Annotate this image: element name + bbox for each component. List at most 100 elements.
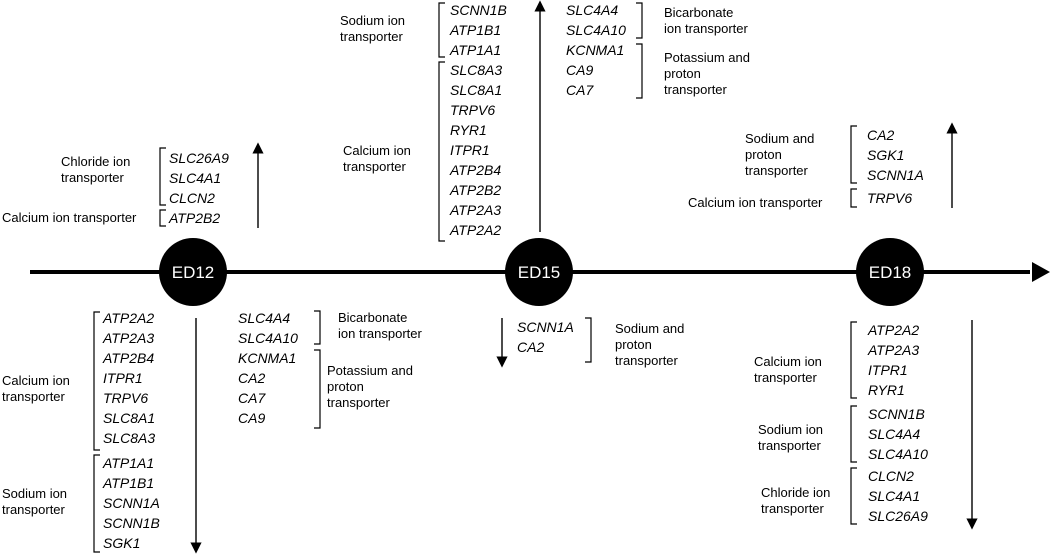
category-label-line: Sodium and — [745, 131, 814, 146]
gene-label: ATP1A1 — [102, 455, 154, 471]
node-ed15: ED15 — [505, 238, 573, 306]
ed18-down-sodium-bracket — [850, 405, 857, 463]
gene-label: SLC4A1 — [868, 488, 920, 504]
gene-label: ITPR1 — [868, 362, 908, 378]
category-label-line: transporter — [754, 370, 818, 385]
gene-label: CA2 — [867, 127, 894, 143]
category-label-line: Bicarbonate — [338, 310, 407, 325]
node-ed12-label: ED12 — [172, 263, 215, 282]
gene-label: SCNN1A — [517, 319, 574, 335]
ed12-down-calcium-bracket — [93, 311, 100, 451]
category-label: Calcium ion transporter — [2, 210, 137, 225]
gene-label: ATP2A3 — [102, 330, 154, 346]
ed15-up-potassium-bracket — [636, 43, 643, 99]
node-ed12: ED12 — [159, 238, 227, 306]
category-label-line: ion transporter — [664, 21, 748, 36]
gene-label: CA7 — [238, 390, 266, 406]
node-ed18: ED18 — [856, 238, 924, 306]
gene-label: ATP1B1 — [102, 475, 154, 491]
gene-label: SLC4A10 — [566, 22, 626, 38]
gene-label: SCNN1B — [868, 406, 925, 422]
gene-label: ATP2B2 — [168, 210, 220, 226]
category-label-line: transporter — [615, 353, 679, 368]
category-label-line: proton — [745, 147, 782, 162]
gene-label: ATP2A2 — [867, 322, 919, 338]
gene-label: KCNMA1 — [238, 350, 296, 366]
gene-label: SLC26A9 — [868, 508, 928, 524]
category-label-line: Sodium ion — [2, 486, 67, 501]
category-label: Calcium ion transporter — [688, 195, 823, 210]
gene-label: ATP2A3 — [449, 202, 501, 218]
gene-label: SLC8A1 — [103, 410, 155, 426]
gene-label: SLC4A4 — [868, 426, 920, 442]
category-label-line: Sodium ion — [758, 422, 823, 437]
gene-label: CLCN2 — [868, 468, 914, 484]
category-label-line: Sodium ion — [340, 13, 405, 28]
ed12-up-calcium-bracket — [159, 209, 166, 227]
gene-label: SCNN1B — [450, 2, 507, 18]
category-label-line: Potassium and — [327, 363, 413, 378]
gene-label: ATP2A2 — [449, 222, 501, 238]
gene-label: SLC26A9 — [169, 150, 229, 166]
gene-label: CA7 — [566, 82, 594, 98]
category-label-line: proton — [664, 66, 701, 81]
node-ed18-label: ED18 — [869, 263, 912, 282]
gene-label: CA9 — [238, 410, 265, 426]
gene-label: SLC4A10 — [238, 330, 298, 346]
gene-label: RYR1 — [450, 122, 487, 138]
node-ed18-circle — [856, 238, 924, 306]
category-label-line: transporter — [758, 438, 822, 453]
category-label-line: transporter — [664, 82, 728, 97]
gene-label: SLC8A3 — [450, 62, 502, 78]
category-label-line: transporter — [327, 395, 391, 410]
gene-label: CA2 — [517, 339, 544, 355]
gene-label: ATP2B4 — [102, 350, 154, 366]
gene-label: KCNMA1 — [566, 42, 624, 58]
ed12-down-bicarbonate-bracket — [314, 310, 321, 345]
ed15-up-calcium-bracket — [438, 61, 445, 242]
timeline-arrowhead — [1032, 262, 1050, 282]
gene-label: CLCN2 — [169, 190, 215, 206]
gene-label: SLC4A1 — [169, 170, 221, 186]
gene-label: SCNN1A — [867, 167, 924, 183]
ed15-down-sodium-proton-bracket — [585, 317, 592, 363]
gene-label: SGK1 — [103, 535, 140, 551]
gene-label: ATP1B1 — [449, 22, 501, 38]
gene-label: SLC4A4 — [238, 310, 290, 326]
gene-label: CA2 — [238, 370, 265, 386]
ed12-down-potassium-bracket — [314, 349, 321, 429]
category-label-line: transporter — [340, 29, 404, 44]
ed12-down-sodium-bracket — [93, 454, 100, 553]
ed15-up-sodium-bracket — [438, 2, 445, 58]
gene-label: ATP2A2 — [102, 310, 154, 326]
category-label-line: transporter — [2, 502, 66, 517]
category-label-line: proton — [615, 337, 652, 352]
node-ed15-circle — [505, 238, 573, 306]
category-label-line: Chloride ion — [61, 154, 130, 169]
category-label-line: proton — [327, 379, 364, 394]
gene-label: TRPV6 — [103, 390, 148, 406]
category-label-line: Sodium and — [615, 321, 684, 336]
node-ed12-circle — [159, 238, 227, 306]
category-label-line: Calcium ion — [754, 354, 822, 369]
gene-label: SLC8A3 — [103, 430, 155, 446]
gene-label: TRPV6 — [450, 102, 495, 118]
category-label-line: transporter — [61, 170, 125, 185]
category-label-line: Potassium and — [664, 50, 750, 65]
ed18-down-calcium-bracket — [850, 321, 857, 399]
